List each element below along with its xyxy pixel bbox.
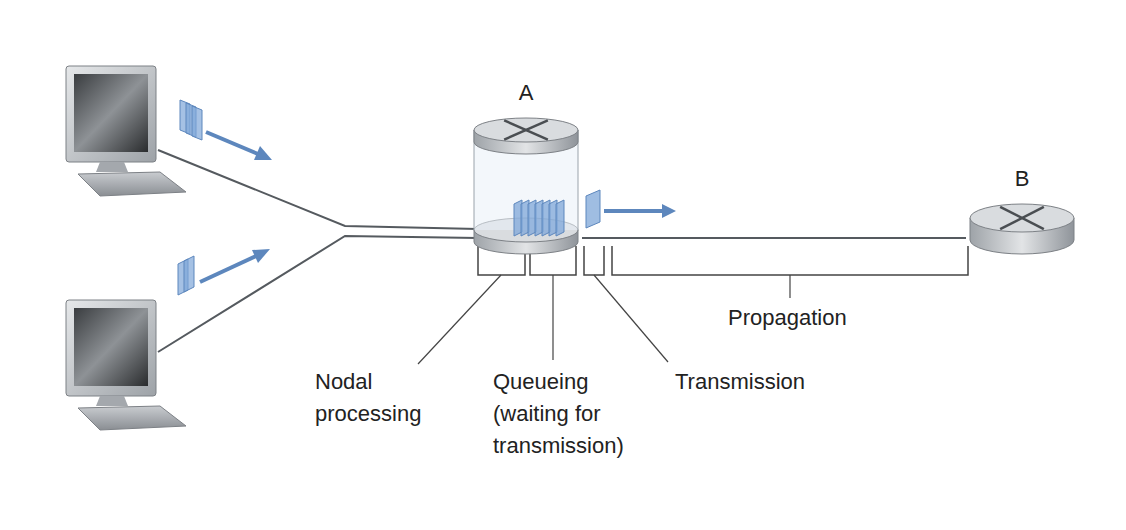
access-wire bbox=[158, 150, 478, 352]
router-top bbox=[970, 204, 1074, 232]
packet bbox=[586, 190, 676, 228]
link-line bbox=[582, 237, 966, 239]
router-cross bbox=[504, 120, 548, 139]
router-symbol bbox=[970, 204, 1074, 254]
delay-label: Queueing (waiting for transmission) bbox=[493, 366, 648, 462]
router-outline bbox=[470, 80, 582, 262]
buffer-edge bbox=[474, 130, 475, 230]
delay-label: Nodal processing bbox=[315, 366, 445, 430]
delay-label: Propagation bbox=[728, 302, 847, 334]
delay-label: Transmission bbox=[675, 366, 805, 398]
router-label: A bbox=[470, 80, 582, 106]
router-b: B bbox=[966, 166, 1078, 264]
delay-label-box: Propagation bbox=[728, 302, 847, 334]
packet bbox=[178, 100, 202, 295]
computer-icon bbox=[66, 300, 186, 430]
router-top bbox=[474, 118, 578, 142]
router-symbol bbox=[474, 118, 578, 254]
delay-label-box: Queueing (waiting for transmission) bbox=[493, 366, 648, 462]
computer-icon bbox=[66, 66, 186, 196]
router-cross bbox=[1000, 207, 1044, 229]
delay-label-box: Nodal processing bbox=[315, 366, 445, 430]
router-a: A bbox=[470, 80, 582, 262]
delay-label-box: Transmission bbox=[675, 366, 805, 398]
router-label: B bbox=[966, 166, 1078, 192]
packet-arrow bbox=[200, 132, 272, 282]
queued-packet bbox=[556, 200, 564, 236]
buffer-edge bbox=[578, 130, 579, 230]
